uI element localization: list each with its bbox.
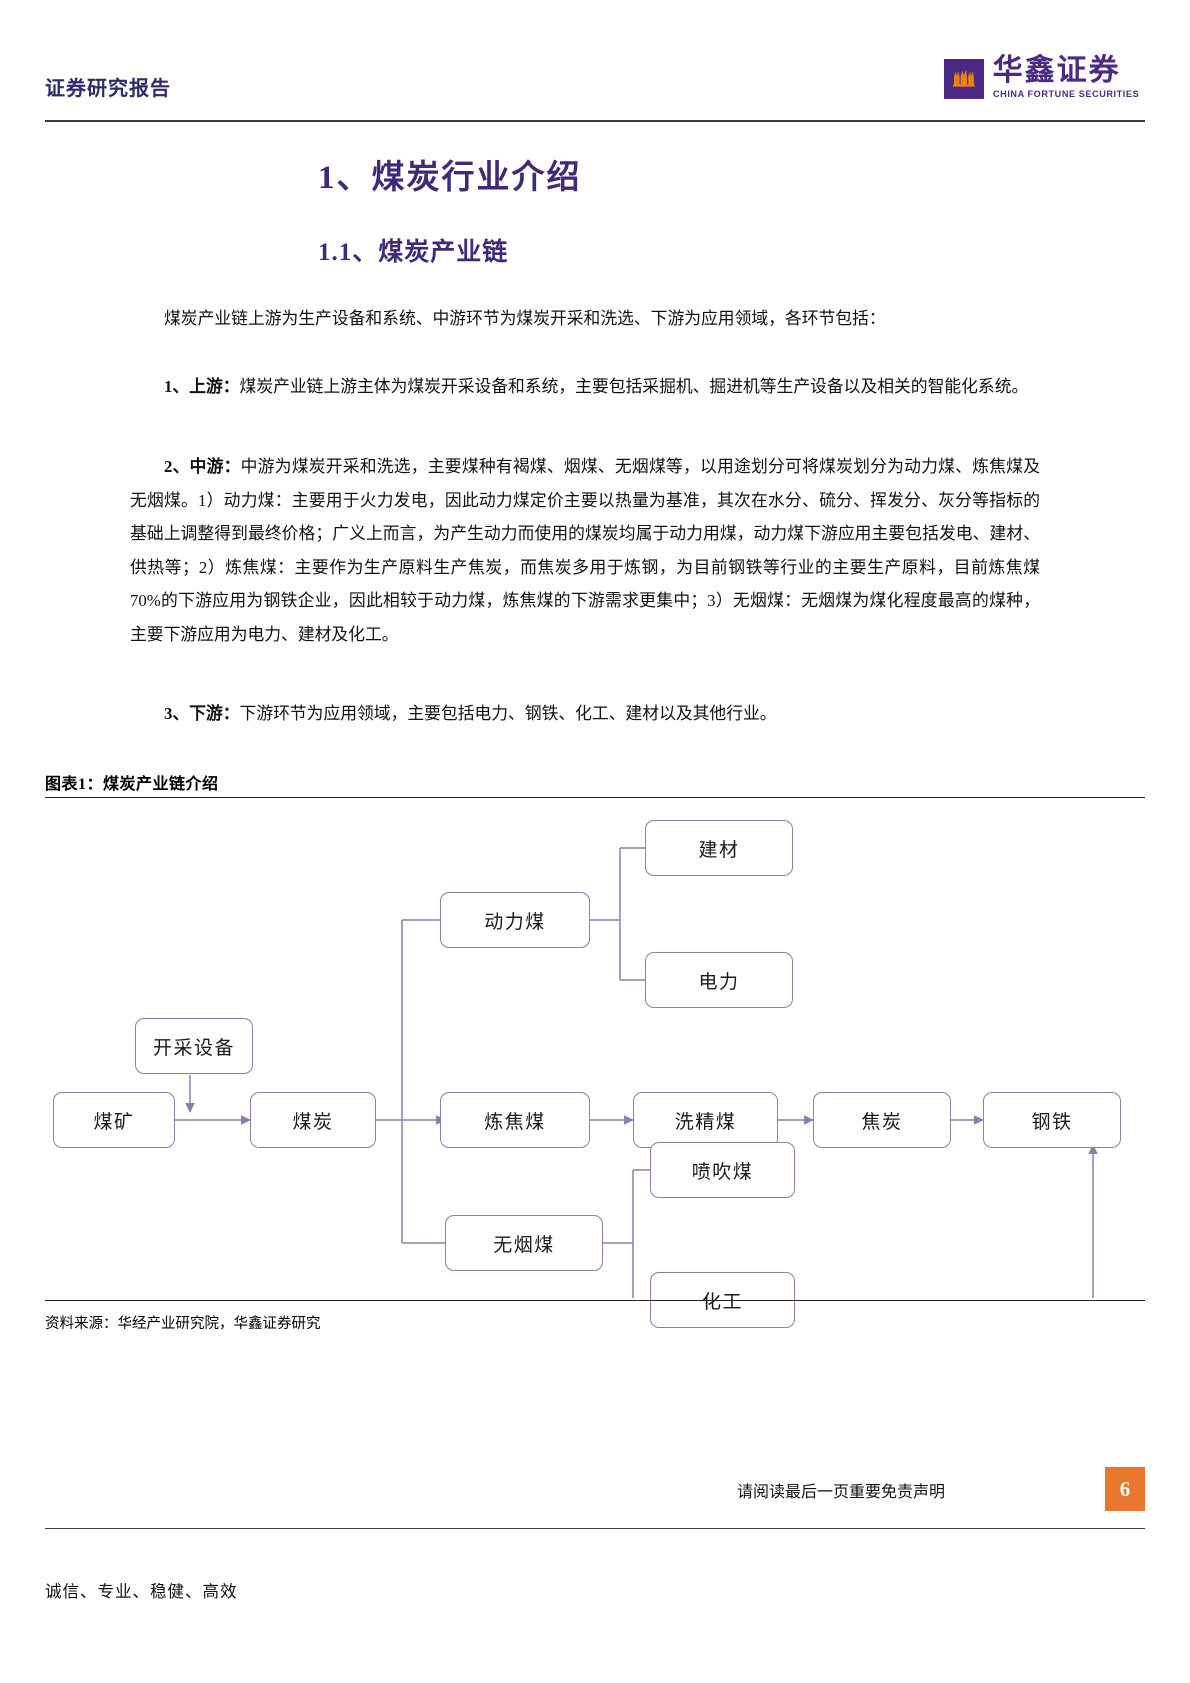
- node-label: 喷吹煤: [691, 1161, 754, 1183]
- diagram-node-mining-equipment: 开采设备: [135, 1018, 253, 1074]
- page-number-badge: 6: [1105, 1467, 1145, 1511]
- paragraph-intro-text: 煤炭产业链上游为生产设备和系统、中游环节为煤炭开采和洗选、下游为应用领域，各环节…: [164, 309, 886, 328]
- header-divider: [45, 120, 1145, 122]
- figure-source: 资料来源：华经产业研究院，华鑫证券研究: [45, 1316, 321, 1332]
- page-header: 证券研究报告 华鑫证券 CHINA FORTUNE SECURITIES: [45, 54, 1145, 120]
- node-label: 无烟煤: [493, 1234, 555, 1256]
- company-name-cn: 华鑫证券: [992, 54, 1121, 87]
- diagram-connectors: [175, 847, 1098, 1298]
- section-heading-1: 1、煤炭行业介绍: [318, 160, 582, 196]
- paragraph-upstream: 1、上游：煤炭产业链上游主体为煤炭开采设备和系统，主要包括采掘机、掘进机等生产设…: [130, 370, 1040, 404]
- paragraph-intro: 煤炭产业链上游为生产设备和系统、中游环节为煤炭开采和洗选、下游为应用领域，各环节…: [130, 302, 1040, 336]
- node-label: 化工: [701, 1291, 743, 1313]
- diagram-node-coal-mine: 煤矿: [53, 1092, 175, 1148]
- coal-industry-chain-diagram: 开采设备 煤矿 煤炭 动力煤 炼焦煤 无烟煤 建材 电力 洗精煤 焦炭 钢铁: [45, 800, 1145, 1328]
- paragraph-downstream-text: 下游环节为应用领域，主要包括电力、钢铁、化工、建材以及其他行业。: [239, 704, 777, 723]
- paragraph-upstream-text: 煤炭产业链上游主体为煤炭开采设备和系统，主要包括采掘机、掘进机等生产设备以及相关…: [239, 377, 1029, 396]
- company-logo: 华鑫证券 CHINA FORTUNE SECURITIES: [943, 54, 1145, 100]
- report-type-label: 证券研究报告: [45, 78, 171, 100]
- node-label: 电力: [698, 971, 740, 993]
- paragraph-upstream-label: 1、上游：: [164, 377, 240, 396]
- node-label: 钢铁: [1031, 1111, 1073, 1133]
- footer-disclaimer: 请阅读最后一页重要免责声明: [736, 1484, 945, 1501]
- diagram-node-coking-coal: 炼焦煤: [440, 1092, 590, 1148]
- figure-bottom-rule: [45, 1300, 1145, 1301]
- node-label: 焦炭: [861, 1111, 903, 1133]
- diagram-node-coke: 焦炭: [813, 1092, 951, 1148]
- figure-caption: 图表1：煤炭产业链介绍: [45, 776, 219, 793]
- diagram-node-coal: 煤炭: [250, 1092, 376, 1148]
- footer-divider: [45, 1528, 1145, 1529]
- diagram-node-washed-clean-coal: 洗精煤: [633, 1092, 778, 1148]
- company-name-en: CHINA FORTUNE SECURITIES: [992, 88, 1139, 100]
- diagram-node-thermal-coal: 动力煤: [440, 892, 590, 948]
- diagram-node-building-materials: 建材: [645, 820, 793, 876]
- diagram-node-anthracite: 无烟煤: [445, 1215, 603, 1271]
- paragraph-midstream-label: 2、中游：: [164, 457, 241, 476]
- diagram-node-pci-coal: 喷吹煤: [650, 1142, 795, 1198]
- section-heading-1-1: 1.1、煤炭产业链: [318, 239, 509, 266]
- flame-mark-icon: [943, 59, 984, 99]
- node-label: 开采设备: [152, 1037, 235, 1059]
- paragraph-downstream-label: 3、下游：: [164, 704, 240, 723]
- diagram-node-steel: 钢铁: [983, 1092, 1121, 1148]
- node-label: 洗精煤: [674, 1111, 737, 1133]
- node-label: 炼焦煤: [484, 1111, 546, 1133]
- paragraph-midstream: 2、中游：中游为煤炭开采和洗选，主要煤种有褐煤、烟煤、无烟煤等，以用途划分可将煤…: [130, 450, 1040, 651]
- figure-top-rule: [45, 797, 1145, 798]
- node-label: 动力煤: [484, 911, 546, 933]
- node-label: 煤炭: [292, 1111, 334, 1133]
- paragraph-downstream: 3、下游：下游环节为应用领域，主要包括电力、钢铁、化工、建材以及其他行业。: [130, 697, 1040, 731]
- paragraph-midstream-text: 中游为煤炭开采和洗选，主要煤种有褐煤、烟煤、无烟煤等，以用途划分可将煤炭划分为动…: [130, 457, 1040, 644]
- node-label: 煤矿: [93, 1111, 135, 1133]
- node-label: 建材: [698, 839, 740, 861]
- footer-slogan: 诚信、专业、稳健、高效: [45, 1582, 238, 1601]
- diagram-node-electric-power: 电力: [645, 952, 793, 1008]
